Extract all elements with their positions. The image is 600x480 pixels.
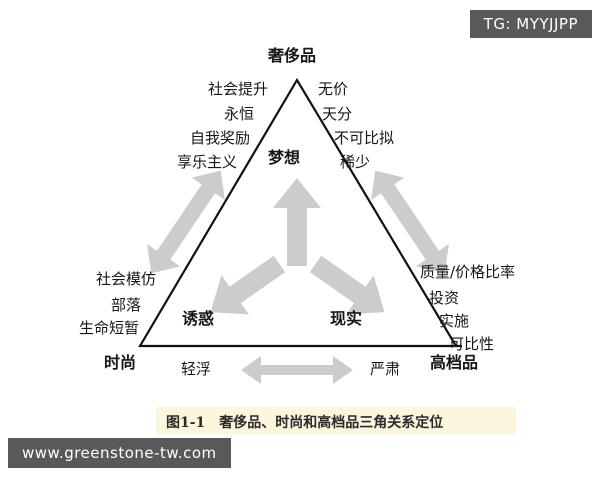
inner-label-temptation: 诱惑 <box>182 309 215 328</box>
base-label-frivolous: 轻浮 <box>181 360 212 378</box>
left-attribute-1: 社会提升 <box>208 80 269 98</box>
right-attribute-2: 天分 <box>322 105 353 123</box>
arrow-inner-up <box>273 178 321 266</box>
right-attribute-1: 无价 <box>318 80 349 98</box>
tg-watermark-badge: TG: MYYJJPP <box>469 10 592 38</box>
lower-left-attribute-3: 生命短暂 <box>79 319 140 337</box>
caption-band <box>156 407 516 434</box>
inner-label-dream: 梦想 <box>268 148 301 167</box>
lower-right-attribute-4: 可比性 <box>449 335 495 353</box>
arrow-left-outer-double <box>147 170 225 274</box>
apex-label-luxury: 奢侈品 <box>268 46 317 65</box>
site-watermark-badge: www.greenstone-tw.com <box>8 438 231 468</box>
arrow-base-double <box>241 356 353 384</box>
arrow-inner-down-right <box>309 255 385 315</box>
inner-label-reality: 现实 <box>330 309 363 328</box>
left-attribute-4: 享乐主义 <box>177 153 238 171</box>
left-attribute-2: 永恒 <box>224 105 255 123</box>
figure-caption: 图1-1 奢侈品、时尚和高档品三角关系定位 <box>166 415 444 431</box>
lower-right-attribute-1: 质量/价格比率 <box>420 263 516 281</box>
right-attribute-3: 不可比拟 <box>334 129 395 147</box>
right-attribute-4: 稀少 <box>340 153 371 171</box>
triangle-outline <box>138 77 458 348</box>
arrow-right-outer-double <box>371 170 449 274</box>
lower-right-attribute-3: 实施 <box>439 312 470 330</box>
left-attribute-3: 自我奖励 <box>190 129 251 147</box>
base-label-serious: 严肃 <box>370 360 401 378</box>
lower-right-attribute-2: 投资 <box>429 289 460 307</box>
lower-left-attribute-2: 部落 <box>111 296 142 314</box>
arrow-inner-down-left <box>210 255 286 315</box>
vertex-label-premium: 高档品 <box>430 353 479 372</box>
lower-left-attribute-1: 社会模仿 <box>96 270 157 288</box>
vertex-label-fashion: 时尚 <box>104 353 137 372</box>
